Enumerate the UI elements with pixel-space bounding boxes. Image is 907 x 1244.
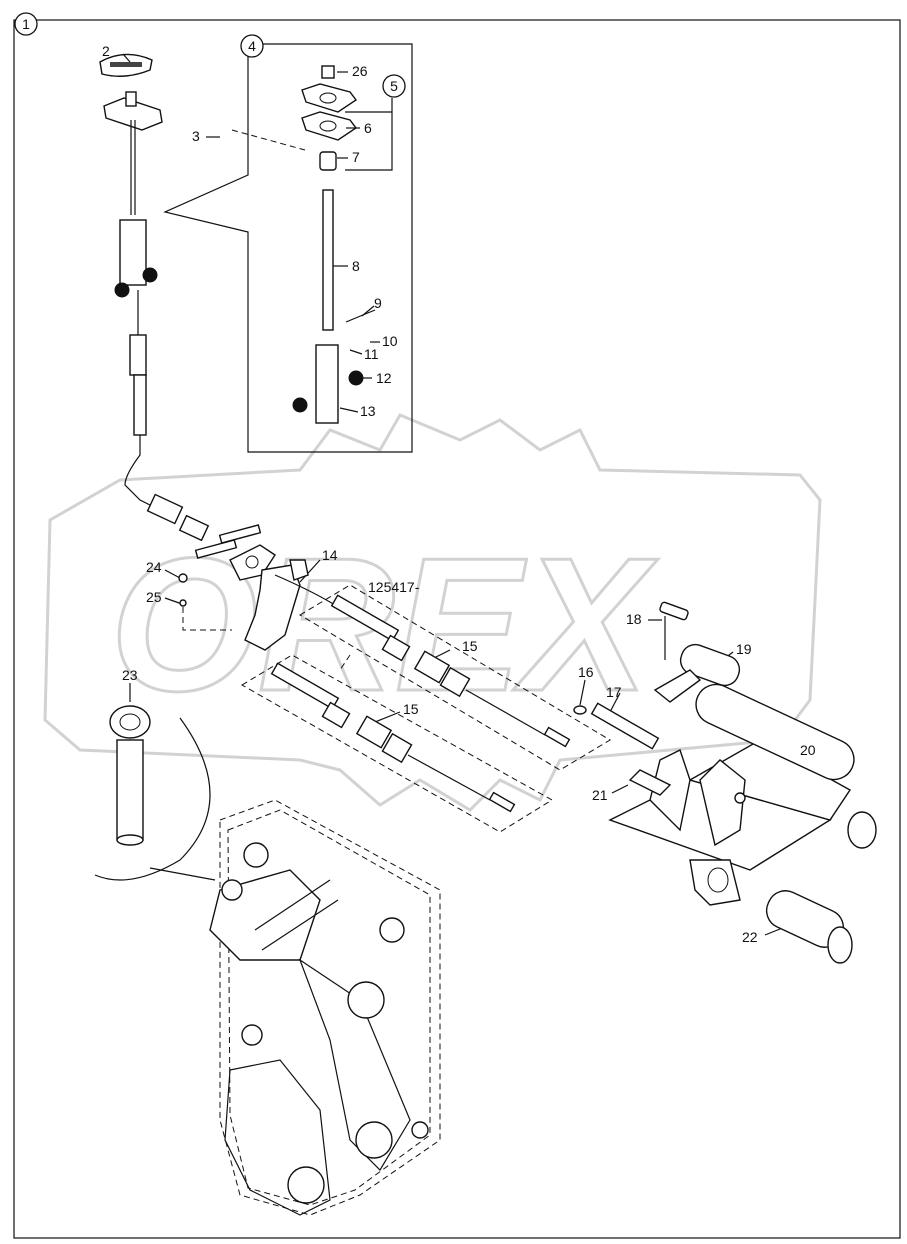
detail-5-bracket [345,98,393,171]
bracket-20 [608,683,877,906]
callout-15-upper: 15 [462,638,478,654]
callout-18: 18 [626,611,642,627]
callout-12: 12 [376,370,392,386]
cable-15-lower [241,654,553,833]
callout-19: 19 [736,641,752,657]
callout-6: 6 [364,120,372,136]
callout-2: 2 [102,43,110,59]
callout-25: 25 [146,589,162,605]
callout-16: 16 [578,664,594,680]
eye-bolt-23 [94,705,216,881]
bracket-14 [178,524,336,651]
callout-22: 22 [742,929,758,945]
pin-22 [765,890,853,964]
detail-4-label: 4 [248,38,256,54]
main-frame-assembly [209,799,441,1216]
watermark-logo: OREX [43,413,822,812]
detail-4-circle [240,34,264,58]
cable-15-upper [299,584,611,771]
callout-20: 20 [800,742,816,758]
callout-3: 3 [192,128,200,144]
outer-frame [13,19,901,1239]
callout-9: 9 [374,295,382,311]
knob-assembly [99,53,210,542]
serial-note: 125417- [368,579,420,595]
callout-26: 26 [352,63,368,79]
callout-15-lower: 15 [403,701,419,717]
callout-labels: 2 3 26 6 7 8 9 10 11 12 13 14 24 25 1254… [102,43,816,945]
callout-8: 8 [352,258,360,274]
callout-24: 24 [146,559,162,575]
callout-21: 21 [592,787,608,803]
callout-7: 7 [352,149,360,165]
detail-5-circle [382,74,406,98]
detail-box-4 [163,43,413,453]
callout-11: 11 [364,346,379,362]
clip-18-plate-19 [653,601,741,703]
callout-17: 17 [606,684,622,700]
pins-16-17 [573,702,660,750]
callout-10: 10 [382,333,398,349]
main-group-circle [14,12,38,36]
callout-13: 13 [360,403,376,419]
callout-14: 14 [322,547,338,563]
detail-5-label: 5 [390,78,398,94]
main-group-ref: 1 [22,16,30,32]
detail-4-contents [292,65,376,424]
callout-23: 23 [122,667,138,683]
